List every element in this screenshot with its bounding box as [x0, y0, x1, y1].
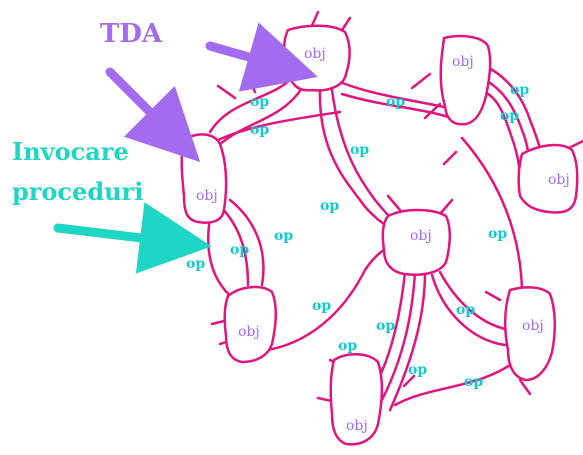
- op-label-8: op: [274, 228, 293, 244]
- object-far-right-label: obj: [548, 172, 570, 188]
- op-label-9: op: [230, 242, 249, 258]
- tda-arrow-to-top-object: [210, 46, 266, 62]
- link-right-far-c: [485, 92, 520, 180]
- stub-3: [218, 86, 235, 98]
- op-label-12: op: [312, 298, 331, 314]
- op-label-17: op: [464, 374, 483, 390]
- stub-17: [520, 380, 530, 394]
- object-top-label: obj: [304, 46, 326, 62]
- object-center-label: obj: [410, 228, 432, 244]
- op-label-3: op: [386, 94, 405, 110]
- stub-7: [444, 152, 456, 164]
- stub-10: [440, 200, 452, 214]
- stub-4: [248, 76, 255, 92]
- link-center-bottom-c: [390, 272, 425, 410]
- tda-arrow-to-left-object: [110, 72, 162, 124]
- op-label-6: op: [350, 142, 369, 158]
- op-label-7: op: [320, 198, 339, 214]
- op-label-10: op: [186, 256, 205, 272]
- invocare-arrow: [58, 228, 158, 240]
- op-label-15: op: [338, 338, 357, 354]
- object-right: [441, 36, 490, 124]
- op-label-4: op: [510, 82, 529, 98]
- link-right-lowerright: [462, 138, 522, 290]
- op-label-5: op: [500, 108, 519, 124]
- op-label-14: op: [376, 318, 395, 334]
- object-lower-left-label: obj: [238, 324, 260, 340]
- object-left: [182, 134, 226, 222]
- op-label-11: op: [488, 226, 507, 242]
- stub-9: [388, 196, 400, 210]
- object-bottom-label: obj: [346, 418, 368, 434]
- tda-label: TDA: [100, 19, 163, 49]
- object-left-label: obj: [196, 188, 218, 204]
- stub-5: [412, 74, 430, 88]
- op-label-13: op: [456, 302, 475, 318]
- op-label-16: op: [408, 362, 427, 378]
- link-left-lowerleft-a: [208, 218, 235, 300]
- tda-arrows: [110, 46, 266, 124]
- object-right-label: obj: [452, 54, 474, 70]
- object-lower-right-label: obj: [522, 318, 544, 334]
- invocare-label-line1: Invocare: [12, 137, 129, 166]
- op-label-1: op: [250, 94, 269, 110]
- stub-18: [486, 292, 500, 300]
- op-label-2: op: [250, 122, 269, 138]
- invocare-label-line2: proceduri: [12, 177, 143, 206]
